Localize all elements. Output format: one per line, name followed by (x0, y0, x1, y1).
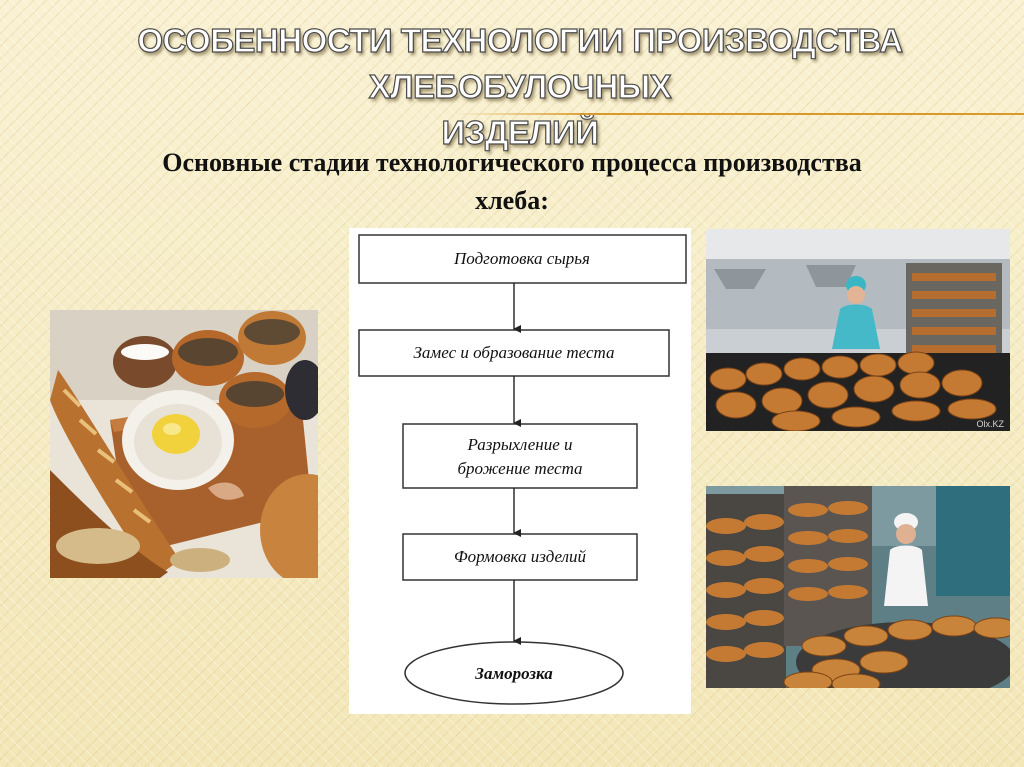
photo-watermark: Olx.KZ (976, 419, 1004, 429)
stage-box-1 (358, 234, 687, 284)
bakery-racks-illustration (706, 486, 1010, 688)
stage-box-3 (402, 423, 638, 489)
stage-label-4: Формовка изделий (454, 547, 587, 566)
bread-ingredients-photo (50, 310, 318, 578)
subtitle-line-1: Основные стадии технологического процесс… (162, 148, 862, 177)
title-line-1: Особенности технологии производства хлеб… (137, 21, 904, 105)
flowchart-svg: Подготовка сырья Замес и образование тес… (358, 234, 687, 705)
slide-title: Особенности технологии производства хлеб… (40, 18, 1000, 156)
title-divider (455, 113, 1024, 115)
stage-box-4 (402, 533, 638, 581)
stage-label-3a: Разрыхление и (466, 435, 572, 454)
slide-subtitle: Основные стадии технологического процесс… (10, 144, 1014, 220)
bakery-ovens-illustration: Olx.KZ (706, 229, 1010, 431)
subtitle-line-2: хлеба: (475, 186, 549, 215)
bakery-ovens-photo: Olx.KZ (706, 229, 1010, 431)
stage-label-5: Заморозка (474, 664, 553, 683)
bakery-racks-photo (706, 486, 1010, 688)
process-flowchart: Подготовка сырья Замес и образование тес… (349, 228, 691, 714)
stage-label-1: Подготовка сырья (453, 249, 590, 268)
stage-label-3b: брожение теста (457, 459, 582, 478)
bread-ingredients-illustration (50, 310, 318, 578)
title-line-2: изделий (441, 113, 600, 151)
stage-label-2: Замес и образование теста (414, 343, 615, 362)
